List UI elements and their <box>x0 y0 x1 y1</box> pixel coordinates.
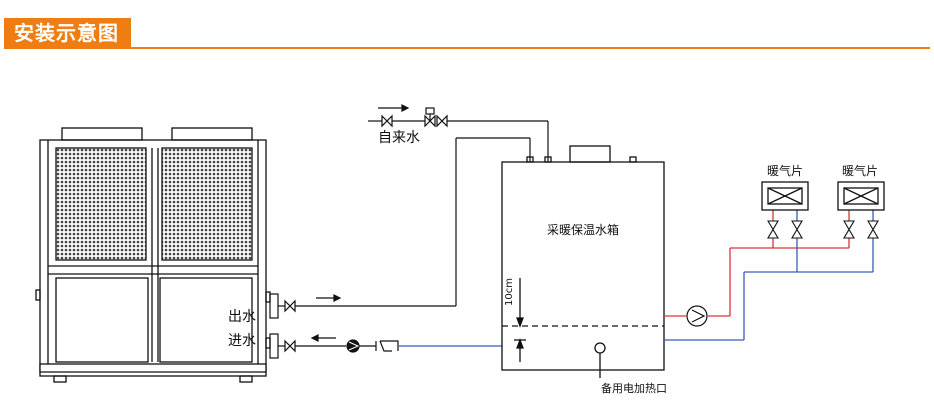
tap-water-valve-icon <box>381 114 393 128</box>
title-underline <box>4 47 930 49</box>
radiator-pump-icon <box>686 305 708 327</box>
radiator-valve-icon <box>867 220 879 239</box>
inlet-valve-icon <box>284 339 296 353</box>
radiator-valve-icon <box>843 220 855 239</box>
section-title: 安装示意图 <box>14 21 119 45</box>
coil-grille-right <box>161 147 253 261</box>
label-backup-heater: 备用电加热口 <box>601 381 667 395</box>
check-valve-icon <box>424 114 436 128</box>
coil-grille-left <box>55 147 147 261</box>
label-radiator-2: 暖气片 <box>842 163 878 178</box>
outlet-flange <box>269 293 279 319</box>
strainer-icon <box>375 340 399 352</box>
label-radiator-1: 暖气片 <box>767 163 803 178</box>
label-tank: 采暖保温水箱 <box>547 222 619 237</box>
label-tap-water: 自来水 <box>378 130 420 146</box>
fan-cover-right <box>171 127 253 141</box>
fan-cover-left <box>61 127 143 141</box>
label-tank-level: 10cm <box>504 278 515 306</box>
section-title-banner: 安装示意图 <box>4 18 131 48</box>
radiator-valve-icon <box>791 220 803 239</box>
heat-pump-unit <box>35 127 271 383</box>
inlet-flange <box>269 333 279 359</box>
heating-storage-tank <box>501 145 665 378</box>
radiator-valve-icon <box>767 220 779 239</box>
outlet-valve-icon <box>284 299 296 313</box>
label-water-in: 进水 <box>228 333 256 349</box>
label-water-out: 出水 <box>228 309 256 325</box>
